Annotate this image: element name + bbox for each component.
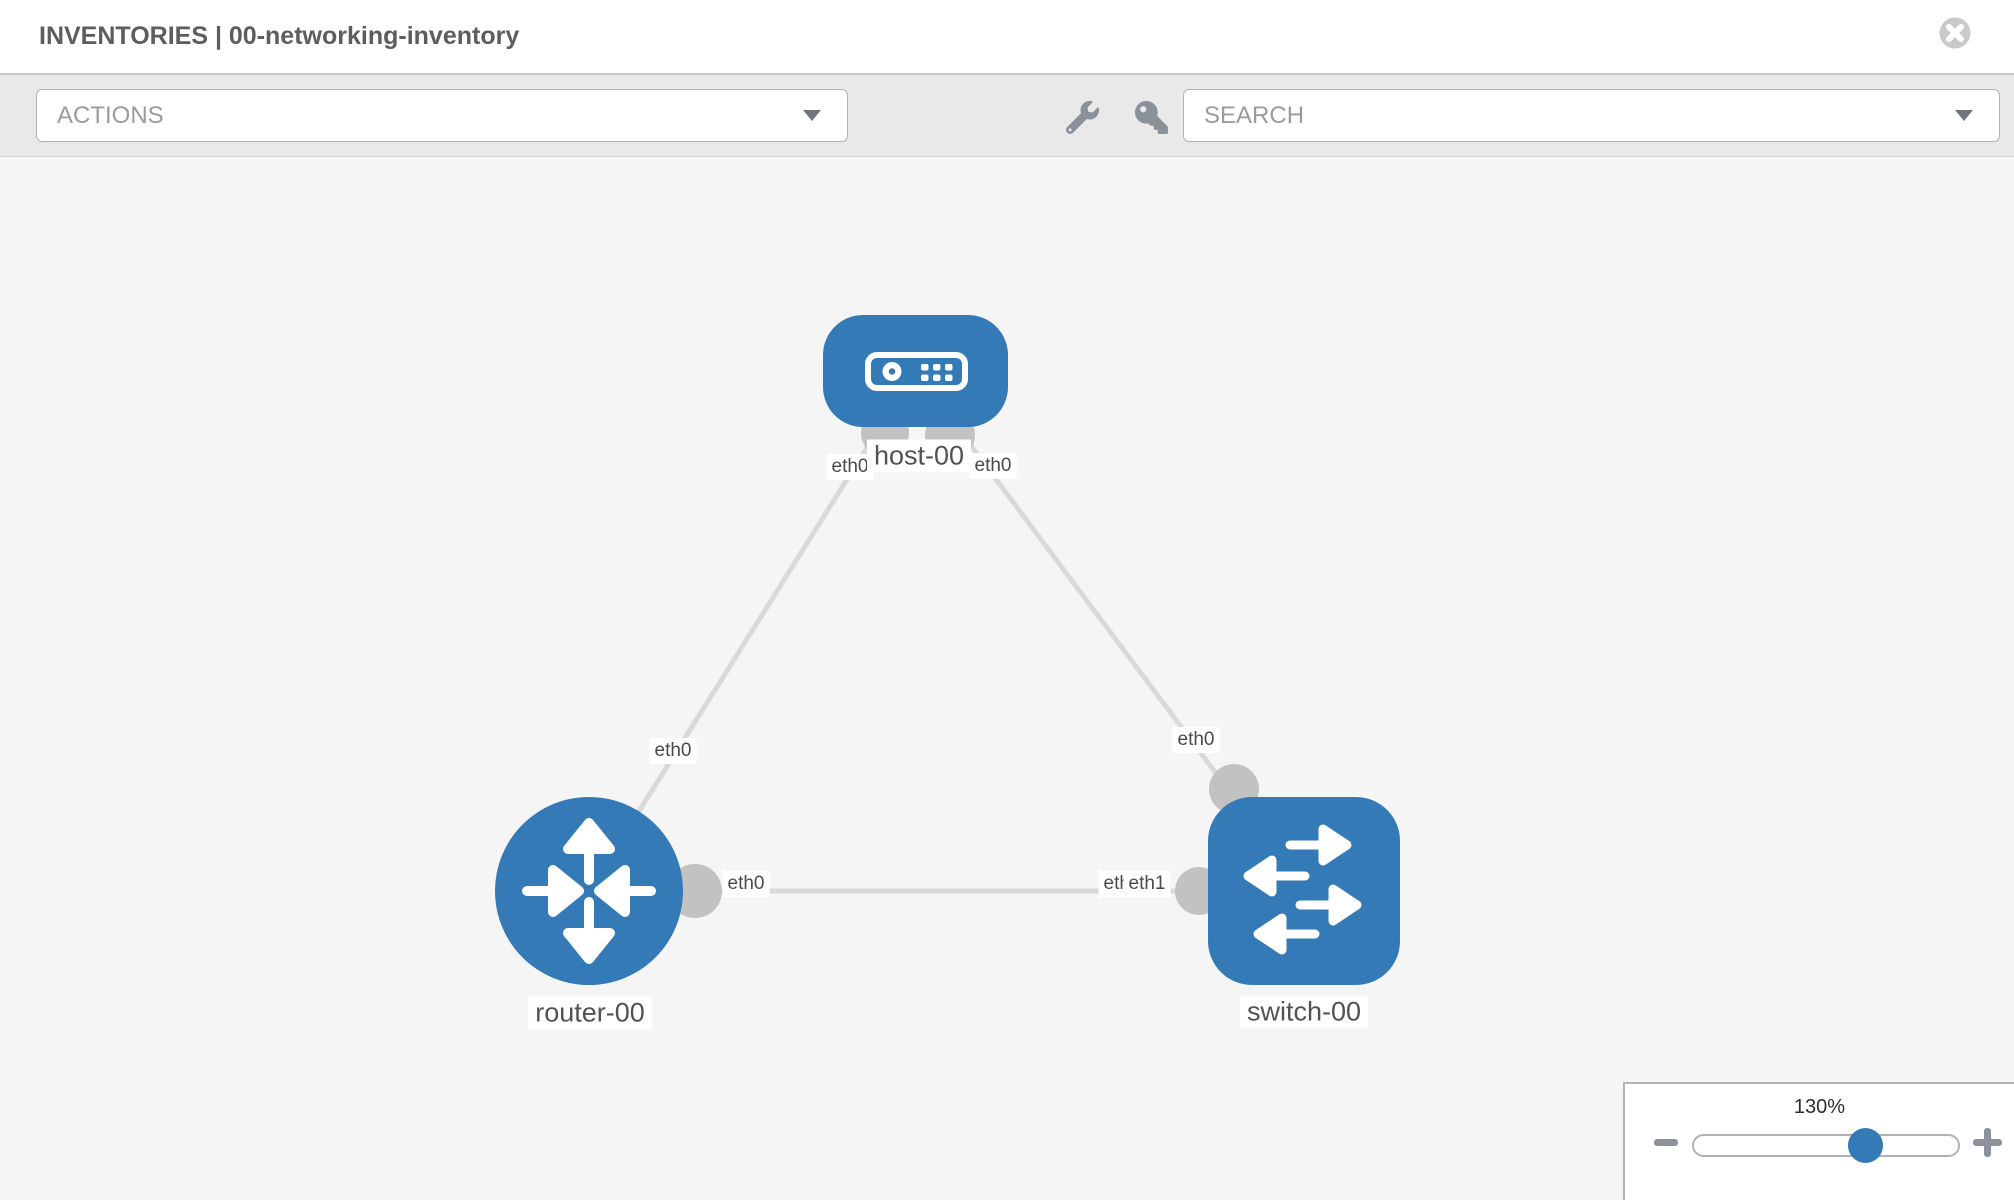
- router-arrows-icon: [522, 818, 656, 964]
- port-label-switch-eth1-left: eth1: [1123, 871, 1171, 897]
- actions-dropdown[interactable]: ACTIONS: [36, 89, 848, 142]
- minus-icon[interactable]: [1654, 1139, 1678, 1146]
- search-placeholder: SEARCH: [1204, 101, 1305, 129]
- chevron-down-icon: [1955, 110, 1973, 121]
- topology-canvas[interactable]: eth0 eth0 eth0 eth0 eth0 eth0 eth1 host-…: [0, 157, 2014, 1200]
- node-host[interactable]: [823, 315, 1008, 427]
- close-icon: [1939, 17, 1971, 49]
- wrench-icon: [1065, 101, 1099, 135]
- port-label-router-eth0-right: eth0: [722, 871, 770, 897]
- header: INVENTORIES | 00-networking-inventory: [0, 0, 2014, 73]
- zoom-control-panel: 130%: [1623, 1082, 2014, 1200]
- node-label-router: router-00: [528, 996, 652, 1030]
- node-switch[interactable]: [1208, 797, 1400, 985]
- page-title: INVENTORIES | 00-networking-inventory: [39, 22, 520, 50]
- zoom-level-value: 130%: [1793, 1096, 1846, 1118]
- toolbar: ACTIONS SEARCH: [0, 73, 2014, 157]
- actions-label: ACTIONS: [57, 101, 164, 129]
- plus-icon[interactable]: [1973, 1128, 2002, 1157]
- key-button[interactable]: [1135, 101, 1168, 134]
- close-button[interactable]: [1938, 16, 1972, 50]
- node-label-host: host-00: [866, 439, 972, 473]
- zoom-slider[interactable]: [1692, 1134, 1960, 1157]
- node-router[interactable]: [495, 797, 683, 985]
- port-label-router-eth0-top: eth0: [649, 738, 697, 764]
- port-label-switch-eth0-top: eth0: [1172, 727, 1220, 753]
- zoom-slider-handle[interactable]: [1848, 1128, 1883, 1163]
- port-label-host-eth0-right: eth0: [969, 453, 1017, 479]
- wrench-button[interactable]: [1065, 101, 1099, 135]
- switch-arrows-icon: [1243, 824, 1362, 955]
- port-label-host-eth0-left: eth0: [826, 454, 874, 480]
- chevron-down-icon: [803, 110, 821, 121]
- node-label-switch: switch-00: [1239, 995, 1369, 1029]
- link-endpoints: [668, 409, 1259, 918]
- key-icon: [1135, 101, 1168, 134]
- server-icon: [865, 352, 968, 391]
- search-dropdown[interactable]: SEARCH: [1183, 89, 2000, 142]
